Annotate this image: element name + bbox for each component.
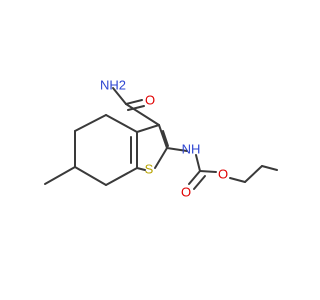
bond-c-carbonyl-o-1 xyxy=(188,170,201,185)
bond-c6-methyl xyxy=(44,166,76,185)
bond-c3-c2-inner xyxy=(162,130,169,147)
bond-s1-c7a xyxy=(136,167,146,171)
bond-c2-s1 xyxy=(154,147,168,169)
bond-c3a-c4 xyxy=(105,114,138,133)
bond-c4-c5 xyxy=(74,114,107,132)
thiophene-sulfur-label: S xyxy=(145,161,154,176)
bond-c-carbonyl-o-2 xyxy=(193,175,206,190)
bond-c3a-c3 xyxy=(136,124,160,133)
bond-c3-c2 xyxy=(158,124,168,149)
bond-o-c1 xyxy=(229,177,246,183)
bond-c2-c3 xyxy=(261,165,278,171)
ester-oxygen-label: O xyxy=(218,166,228,181)
structure-svg: NH2 O S NH O O xyxy=(44,77,278,199)
nh2-label: NH2 xyxy=(100,77,126,92)
carbonyl-oxygen-label: O xyxy=(181,184,191,199)
amide-oxygen-label: O xyxy=(145,92,155,107)
bond-c1-c2 xyxy=(244,165,263,183)
nh-label: NH xyxy=(182,141,201,156)
bond-c7-c7a xyxy=(105,167,138,186)
bond-nh-c xyxy=(195,154,201,172)
bond-c-amide-n xyxy=(112,87,127,105)
bond-c-amide-o-2 xyxy=(127,105,145,111)
bond-c2-nh xyxy=(166,147,188,152)
molecule-diagram: NH2 O S NH O O xyxy=(44,77,278,200)
bond-c3-c-amide xyxy=(125,103,160,126)
bond-c-ester-o xyxy=(199,170,217,173)
bond-c6-c7 xyxy=(74,166,107,186)
bond-c-amide-o-1 xyxy=(125,99,143,105)
